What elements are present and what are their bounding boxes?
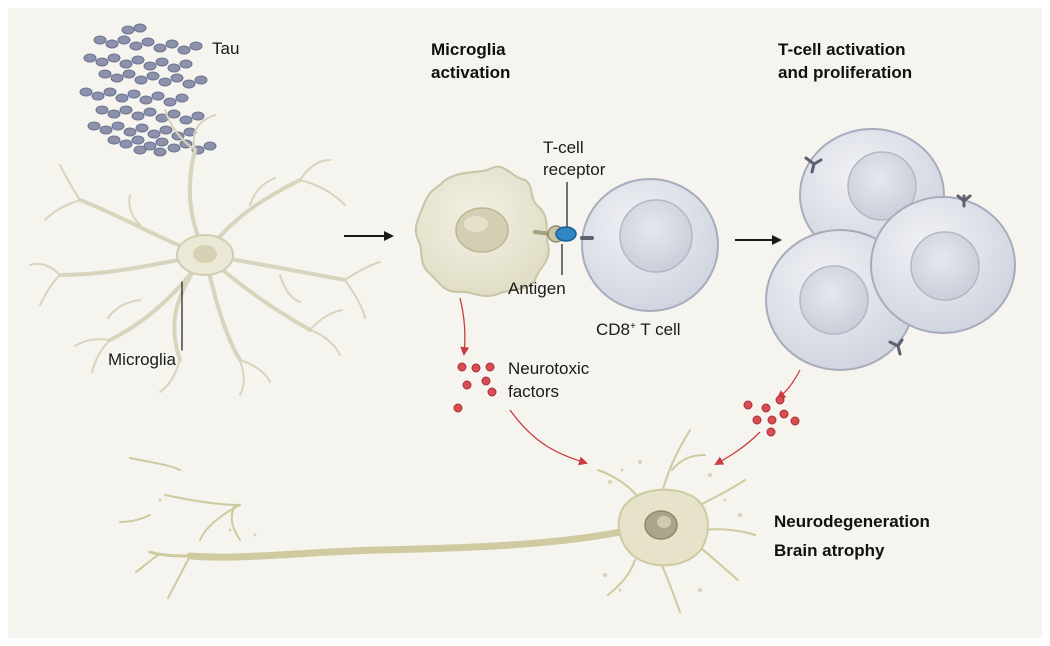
neurotoxic-label-line1: Neurotoxic — [508, 359, 590, 378]
tcr-label-line1: T-cell — [543, 138, 584, 157]
cd8-t-cell-label: CD8+ T cell — [596, 318, 681, 341]
cd8-prefix: CD8 — [596, 320, 631, 339]
stage-title-microglia-line1: Microglia — [431, 40, 506, 59]
t-cell-cluster-icon — [765, 128, 1016, 371]
neurotoxic-label-line2: factors — [508, 382, 560, 401]
tcr-label-line2: receptor — [543, 160, 606, 179]
microglia-activated-icon — [414, 165, 565, 297]
stage-title-tcell-line2: and proliferation — [778, 63, 913, 82]
microglia-resting-icon — [29, 109, 381, 396]
outcome-neurodegeneration: Neurodegeneration — [774, 512, 930, 531]
stage-title-tcell-line1: T-cell activation — [778, 40, 906, 59]
neuron-degenerating-icon — [119, 429, 756, 613]
cd8-superscript: + — [630, 321, 636, 332]
microglia-label: Microglia — [108, 350, 177, 369]
cd8-suffix: T cell — [635, 320, 681, 339]
red-arrow-microglia — [459, 297, 470, 356]
stage-title-microglia-line2: activation — [431, 63, 511, 82]
red-arrow-tfactors-to-neuron — [714, 431, 761, 465]
antigen-label: Antigen — [508, 279, 566, 298]
red-arrow-tcells — [776, 369, 801, 400]
red-arrow-factors-to-neuron — [509, 409, 588, 466]
tau-aggregate-icon — [79, 23, 217, 157]
neurotoxic-factors-icon — [453, 362, 800, 437]
t-cell-icon — [555, 178, 719, 312]
tau-label: Tau — [212, 39, 240, 58]
outcome-brain-atrophy: Brain atrophy — [774, 541, 885, 560]
